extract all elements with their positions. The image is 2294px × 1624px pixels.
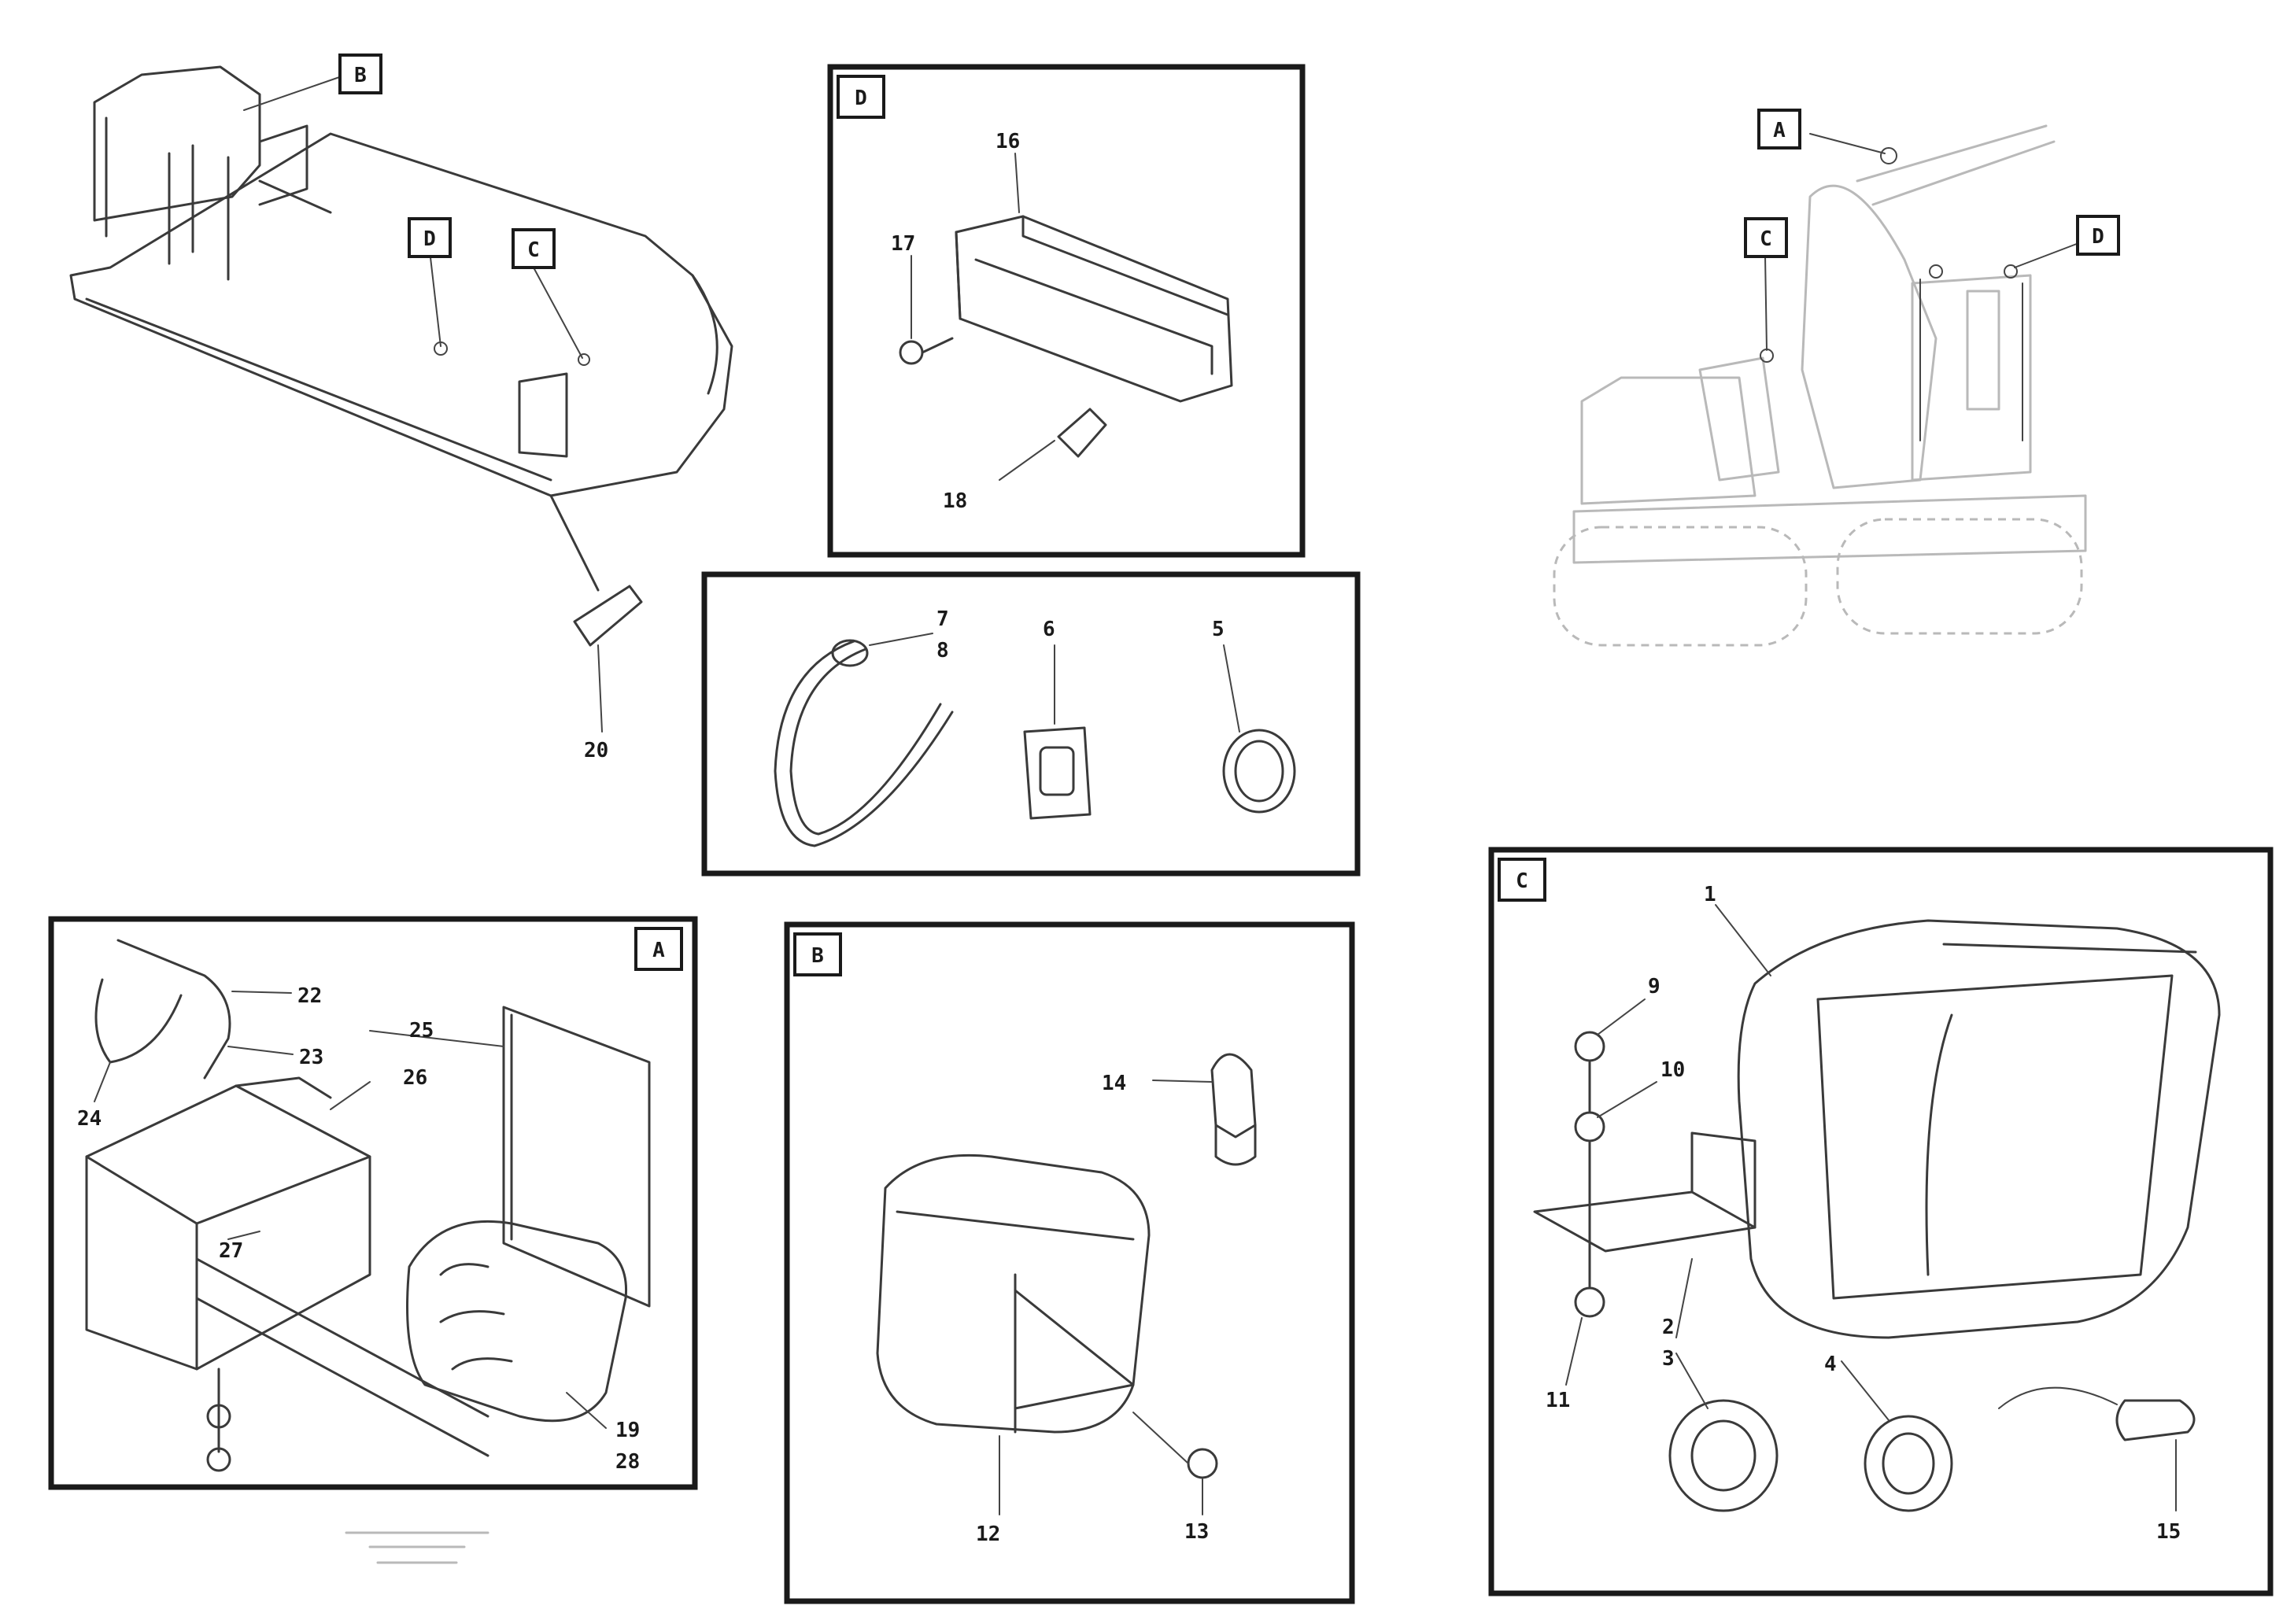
part-label-27: 27 [219, 1239, 243, 1263]
drawing-reference-caption [345, 1531, 489, 1564]
part-label-7: 7 [936, 607, 949, 631]
panel-tag: A [652, 939, 665, 962]
part-label-26: 26 [403, 1066, 427, 1090]
part-label-14: 14 [1102, 1072, 1126, 1095]
overview-callout-c: C [512, 228, 556, 269]
panel-tag: C [1516, 869, 1528, 893]
callout-tag: D [423, 227, 436, 251]
part-label-17: 17 [891, 232, 915, 256]
part-label-16: 16 [996, 130, 1020, 153]
callout-tag: D [2092, 225, 2104, 249]
callout-tag: A [1773, 119, 1786, 142]
part-label-22: 22 [297, 984, 322, 1008]
callout-tag: C [1760, 227, 1772, 251]
part-label-8: 8 [936, 639, 949, 663]
part-label-24: 24 [77, 1107, 102, 1131]
part-label-20: 20 [584, 739, 608, 762]
overview-callout-d-right: D [2076, 215, 2120, 256]
part-label-3: 3 [1662, 1347, 1675, 1371]
part-label-28: 28 [615, 1450, 640, 1474]
part-label-12: 12 [976, 1522, 1000, 1546]
part-label-15: 15 [2156, 1520, 2181, 1544]
part-label-10: 10 [1660, 1058, 1685, 1082]
part-label-25: 25 [409, 1019, 434, 1043]
part-label-1: 1 [1704, 883, 1716, 906]
part-label-11: 11 [1546, 1389, 1570, 1412]
overview-callout-c-right: C [1744, 217, 1788, 258]
excavator-overview [1553, 124, 2098, 647]
panel-tag: D [855, 87, 867, 110]
part-label-19: 19 [615, 1419, 640, 1442]
knob-4 [1864, 1415, 1953, 1512]
part-label-6: 6 [1043, 618, 1055, 641]
callout-tag: B [354, 64, 367, 87]
part-label-18: 18 [943, 489, 967, 513]
parts-strip [701, 571, 1361, 877]
panel-a: A [48, 916, 698, 1490]
part-label-4: 4 [1824, 1353, 1837, 1376]
panel-b: B [784, 921, 1355, 1604]
upper-body-overview [69, 65, 733, 733]
part-label-2: 2 [1662, 1316, 1675, 1339]
part-label-23: 23 [299, 1046, 323, 1069]
part-label-5: 5 [1212, 618, 1225, 641]
part-label-13: 13 [1184, 1520, 1209, 1544]
panel-d: D [827, 64, 1306, 558]
callout-tag: C [527, 238, 540, 262]
overview-callout-b: B [338, 54, 382, 94]
part-label-9: 9 [1648, 975, 1660, 998]
overview-callout-a: A [1757, 109, 1801, 149]
overview-callout-d: D [408, 217, 452, 258]
panel-tag: B [811, 944, 824, 968]
knob-3 [1668, 1399, 1779, 1512]
panel-c: C [1488, 847, 2274, 1596]
